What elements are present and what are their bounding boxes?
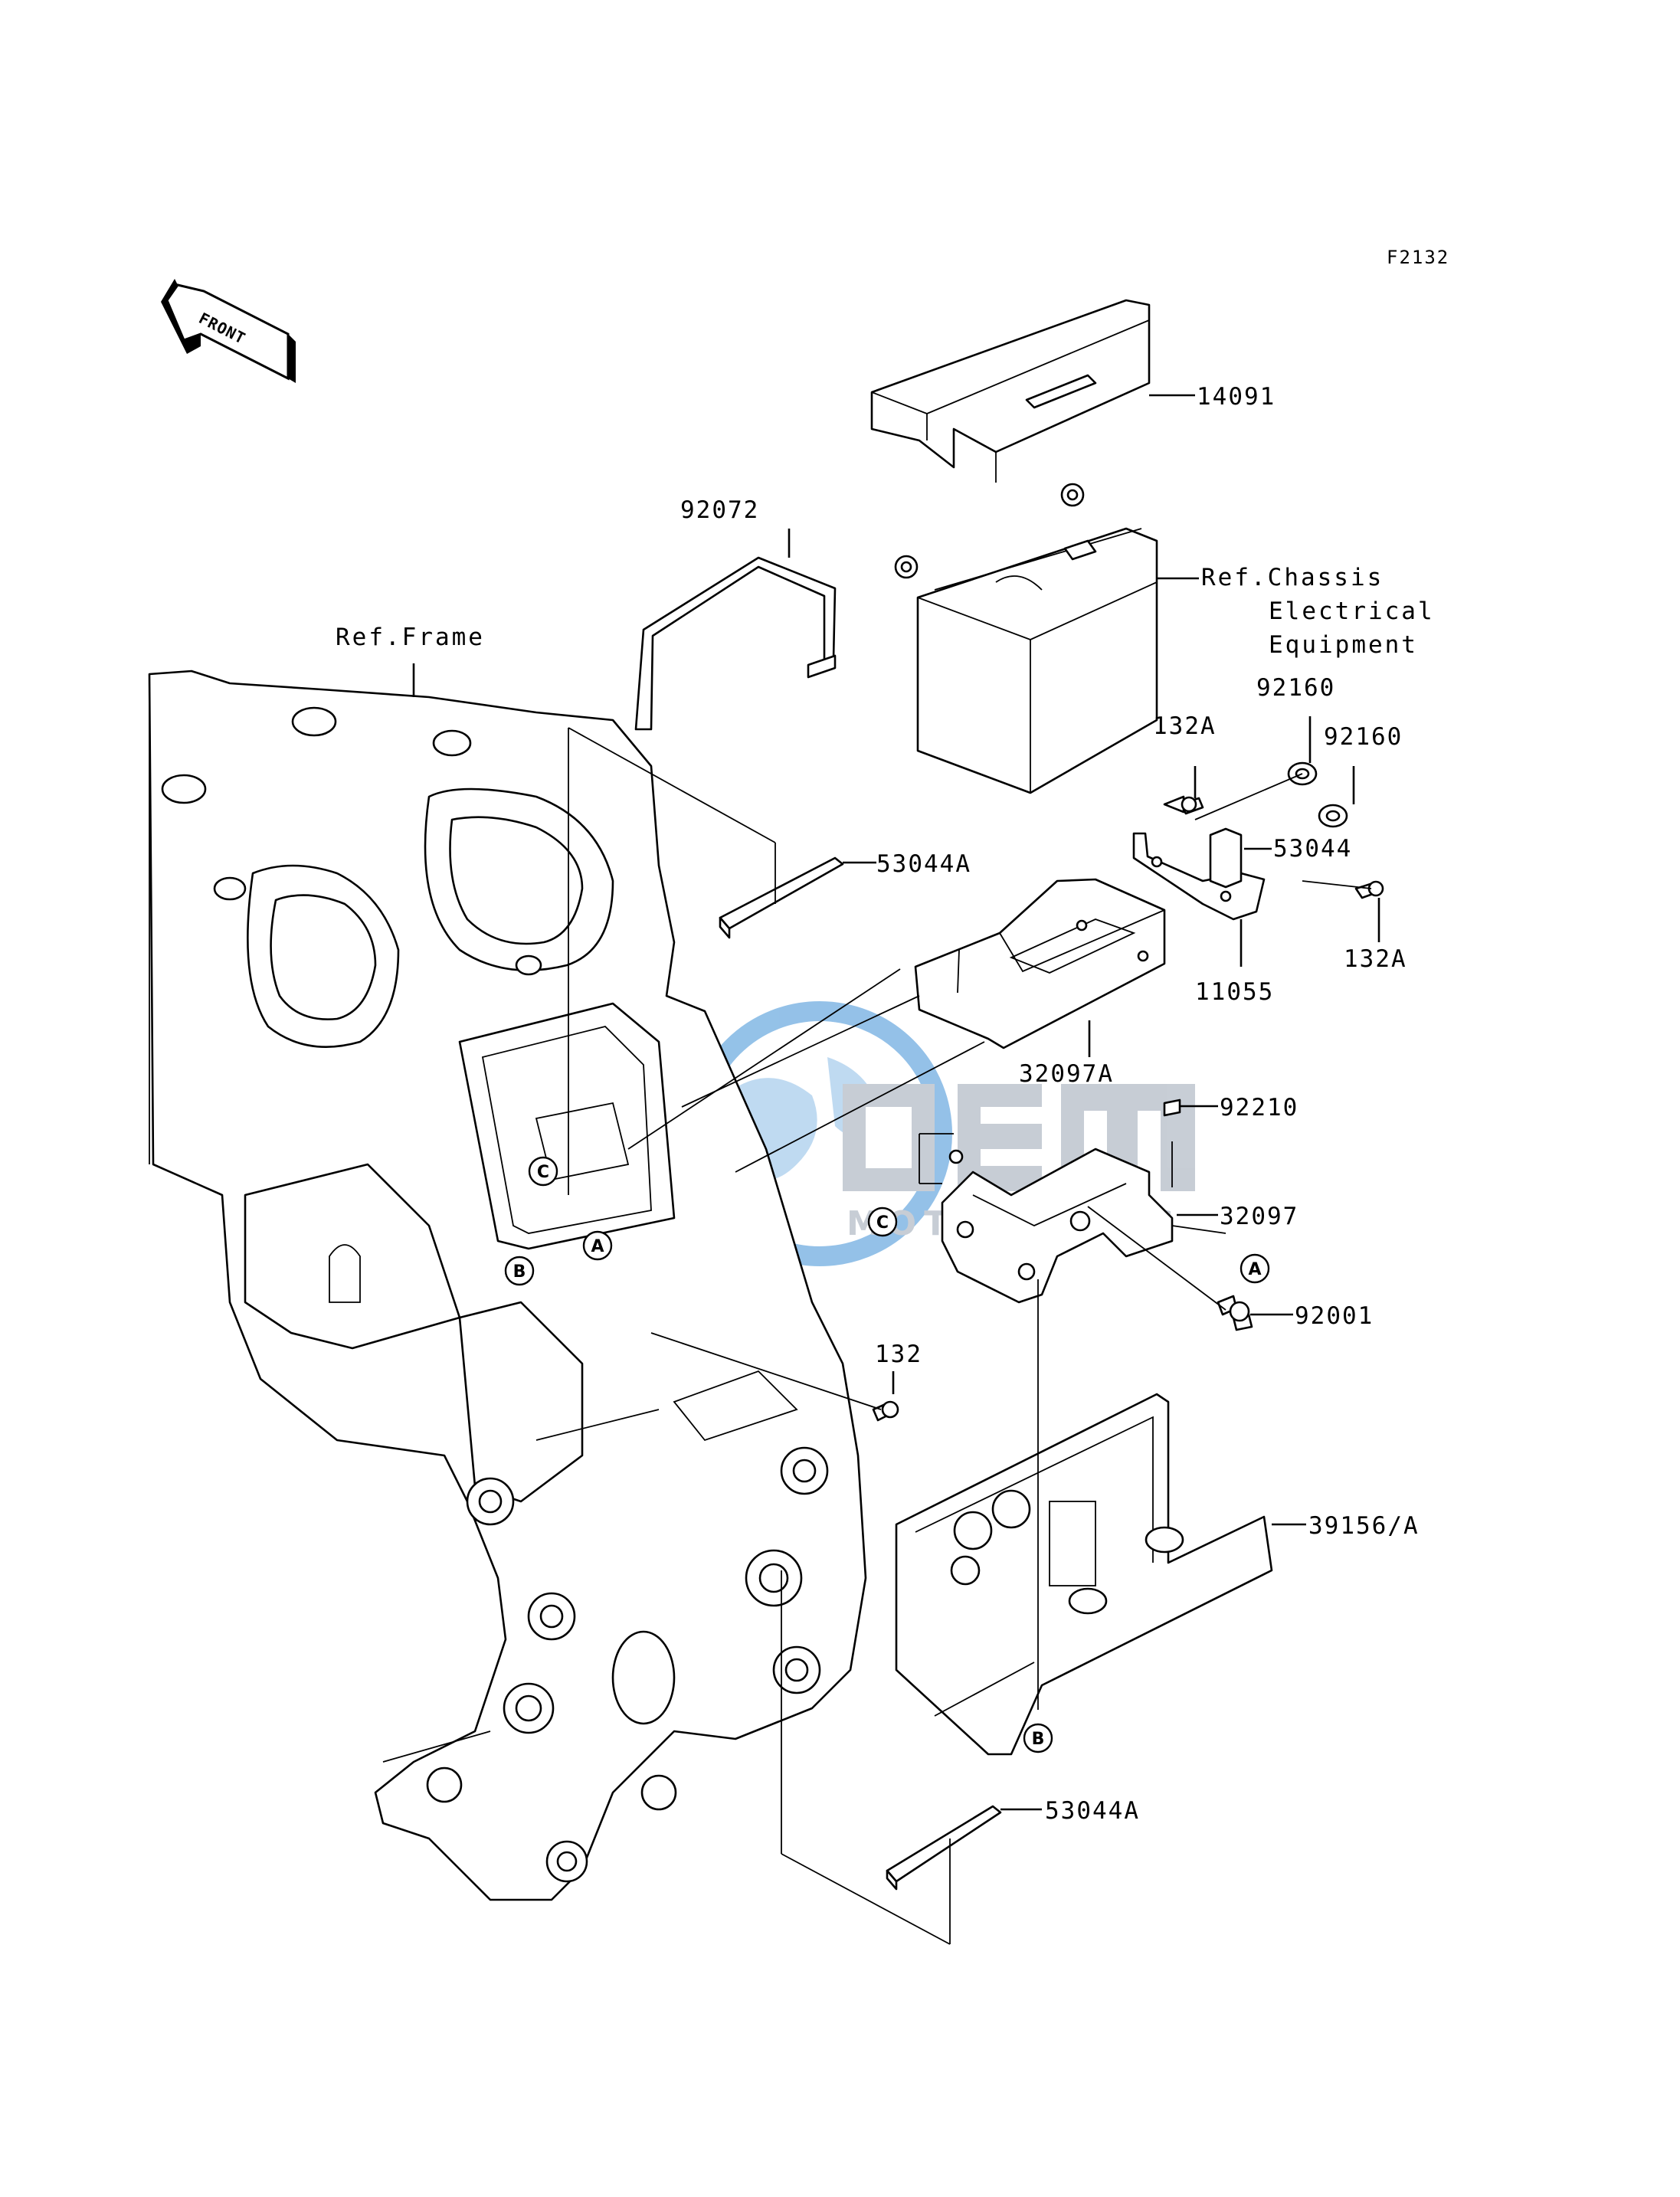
- bolt-132a-top: [1163, 795, 1197, 814]
- frame-drawing: [148, 670, 867, 1901]
- ref-chassis-line3: Equipment: [1269, 631, 1418, 659]
- marker-b-cover: B: [1023, 1723, 1053, 1753]
- callout-32097: 32097: [1220, 1203, 1298, 1230]
- rubber-53044a-bottom: [886, 1805, 1002, 1891]
- diagram-code: F2132: [1387, 247, 1449, 268]
- callout-132a-right: 132A: [1344, 945, 1407, 973]
- callout-92072: 92072: [680, 496, 759, 524]
- battery-strap-92072: [634, 556, 837, 731]
- front-arrow-icon: FRONT: [161, 279, 296, 383]
- callout-39156a: 39156/A: [1308, 1512, 1420, 1540]
- callout-92210: 92210: [1220, 1094, 1298, 1121]
- callout-53044a-top: 53044A: [876, 850, 971, 878]
- rubber-53044a-top: [719, 856, 844, 939]
- bracket-32097: [941, 1098, 1253, 1331]
- bracket-11055: [1132, 761, 1380, 921]
- ref-chassis-line2: Electrical: [1269, 598, 1435, 625]
- marker-b-frame: B: [504, 1256, 535, 1286]
- leader-lines: [412, 394, 1380, 1945]
- marker-c-bracket: C: [867, 1207, 898, 1237]
- marker-c-bracket-label: C: [876, 1213, 889, 1233]
- cover-39156a: [895, 1393, 1273, 1756]
- bolt-92001: [1217, 1295, 1250, 1322]
- ref-chassis-line1: Ref.Chassis: [1201, 564, 1384, 591]
- battery-tray-32097a: [914, 878, 1166, 1049]
- marker-b-cover-label: B: [1032, 1730, 1045, 1749]
- callout-53044a-bottom: 53044A: [1045, 1797, 1140, 1825]
- marker-a-bracket-label: A: [1248, 1260, 1261, 1279]
- marker-a-bracket: A: [1240, 1253, 1270, 1284]
- marker-a-frame: A: [582, 1230, 613, 1261]
- callout-132a-top: 132A: [1153, 712, 1217, 740]
- callout-11055: 11055: [1195, 978, 1274, 1006]
- callout-53044: 53044: [1273, 835, 1352, 863]
- bolt-132: [872, 1400, 899, 1422]
- callout-92160-b: 92160: [1324, 723, 1403, 751]
- callout-14091: 14091: [1197, 383, 1276, 411]
- marker-b-frame-label: B: [513, 1262, 526, 1282]
- callout-92001: 92001: [1295, 1302, 1374, 1330]
- marker-a-frame-label: A: [591, 1237, 604, 1256]
- battery-cover-14091: [870, 299, 1151, 483]
- callout-32097a: 32097A: [1019, 1060, 1114, 1088]
- callout-132: 132: [875, 1341, 922, 1368]
- ref-frame-label: Ref.Frame: [336, 624, 485, 651]
- battery: [894, 483, 1158, 794]
- marker-c-frame: C: [528, 1156, 558, 1187]
- callout-92160-a: 92160: [1256, 674, 1335, 702]
- marker-c-frame-label: C: [537, 1163, 549, 1182]
